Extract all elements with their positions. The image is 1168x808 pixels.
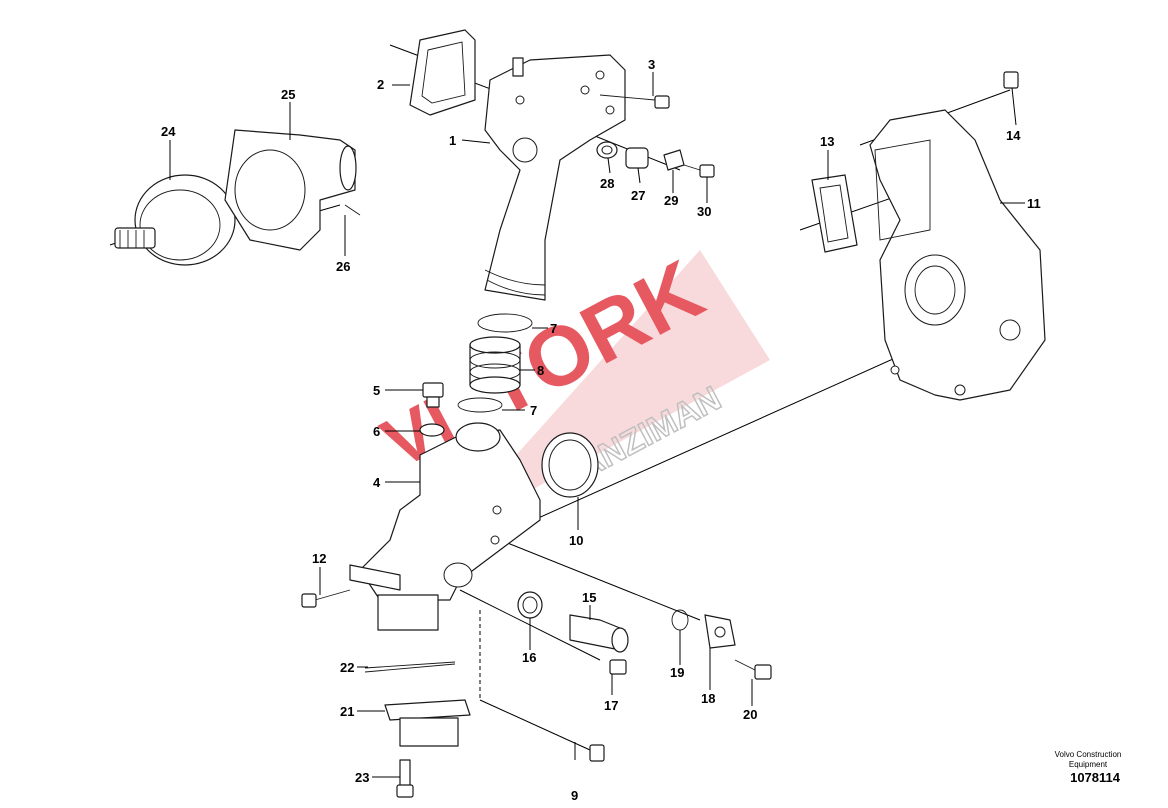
callout-24: 24: [161, 124, 176, 139]
callout-19: 19: [670, 665, 684, 680]
callout-1: 1: [449, 133, 456, 148]
part-11-main-housing: [869, 109, 1046, 401]
callout-22: 22: [340, 660, 354, 675]
footer-drawing-number: 1078114: [1070, 770, 1120, 785]
part-1-pipe-housing: [484, 54, 626, 301]
callout-30: 30: [697, 204, 711, 219]
part-25-elbow: [224, 129, 361, 251]
parts-27-30-fittings: [596, 141, 715, 178]
callout-16: 16: [522, 650, 536, 665]
callout-14: 14: [1006, 128, 1021, 143]
callout-8: 8: [537, 363, 544, 378]
callout-20: 20: [743, 707, 757, 722]
parts-21-23-bottom: [364, 661, 605, 798]
callout-21: 21: [340, 704, 354, 719]
callout-6: 6: [373, 424, 380, 439]
part-10-oring: [541, 432, 599, 498]
callout-2: 2: [377, 77, 384, 92]
part-14-bolt: [1003, 71, 1019, 89]
callout-5: 5: [373, 383, 380, 398]
callout-28: 28: [600, 176, 614, 191]
part-24-cover: [114, 174, 236, 266]
callout-25: 25: [281, 87, 295, 102]
part-12-bolt: [301, 589, 351, 608]
callout-7-upper: 7: [550, 321, 557, 336]
parts-7-8-sleeve: [457, 313, 533, 413]
callout-numbers: 1 2 3 4 5 6 7 7 8 9 10 11 12 13 14 15 16…: [161, 57, 1041, 803]
callout-18: 18: [701, 691, 715, 706]
callout-17: 17: [604, 698, 618, 713]
part-2-gasket: [409, 29, 476, 116]
callout-15: 15: [582, 590, 596, 605]
callout-7-lower: 7: [530, 403, 537, 418]
callout-12: 12: [312, 551, 326, 566]
part-4-lower-housing: [349, 422, 541, 631]
callout-23: 23: [355, 770, 369, 785]
callout-11: 11: [1027, 196, 1041, 211]
callout-9: 9: [571, 788, 578, 803]
part-3-bolt: [599, 94, 670, 109]
part-13-seal: [811, 174, 858, 253]
callout-10: 10: [569, 533, 583, 548]
callout-26: 26: [336, 259, 350, 274]
callout-29: 29: [664, 193, 678, 208]
footer-company: Volvo Construction Equipment: [1054, 750, 1122, 769]
callout-27: 27: [631, 188, 645, 203]
callout-13: 13: [820, 134, 834, 149]
callout-3: 3: [648, 57, 655, 72]
parts-15-20-fittings: [517, 591, 772, 680]
callout-4: 4: [373, 475, 381, 490]
callout-leaders: [169, 72, 1025, 778]
